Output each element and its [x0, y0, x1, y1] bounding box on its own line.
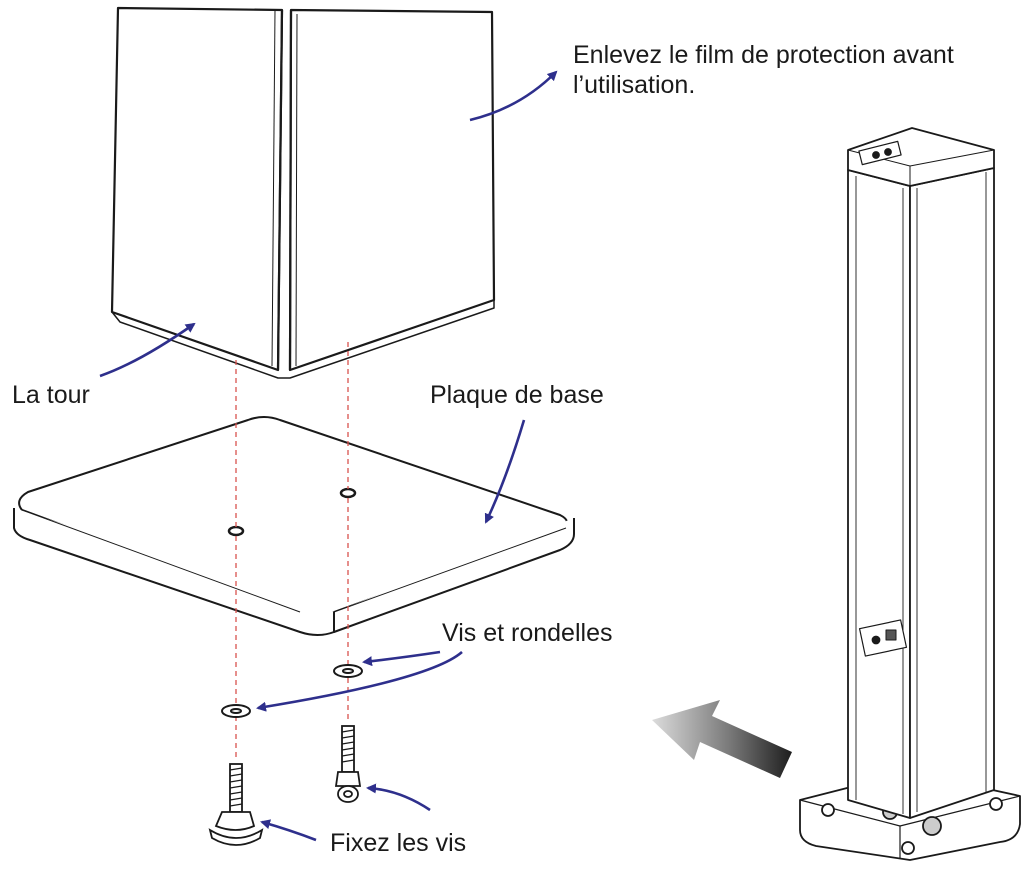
- label-remove-film-line1: Enlevez le film de protection avant: [573, 41, 954, 69]
- arrow-tower: [99, 322, 196, 378]
- arrow-washer-left: [256, 651, 463, 712]
- callout-arrows: [99, 70, 558, 842]
- label-tower: La tour: [12, 381, 90, 409]
- label-remove-film-line2: l’utilisation.: [573, 71, 696, 99]
- label-fix-screws: Fixez les vis: [330, 829, 467, 857]
- arrow-washer-right: [362, 650, 441, 667]
- direction-arrow: [652, 700, 792, 778]
- label-screws-washers: Vis et rondelles: [442, 619, 613, 647]
- screw-right: [334, 725, 362, 803]
- arrow-plate: [484, 419, 526, 524]
- arrow-film: [469, 70, 558, 122]
- assembled-tower: [799, 127, 1021, 861]
- label-remove-film: Enlevez le film de protection avant l’ut…: [573, 40, 954, 100]
- label-base-plate: Plaque de base: [430, 381, 604, 409]
- washers: [221, 664, 363, 718]
- arrow-screw-right: [366, 783, 431, 812]
- arrow-screw-left: [260, 819, 317, 842]
- screw-left: [208, 763, 264, 846]
- tower-body: [110, 6, 496, 379]
- alignment-guides: [235, 342, 349, 760]
- base-plate: [13, 416, 575, 636]
